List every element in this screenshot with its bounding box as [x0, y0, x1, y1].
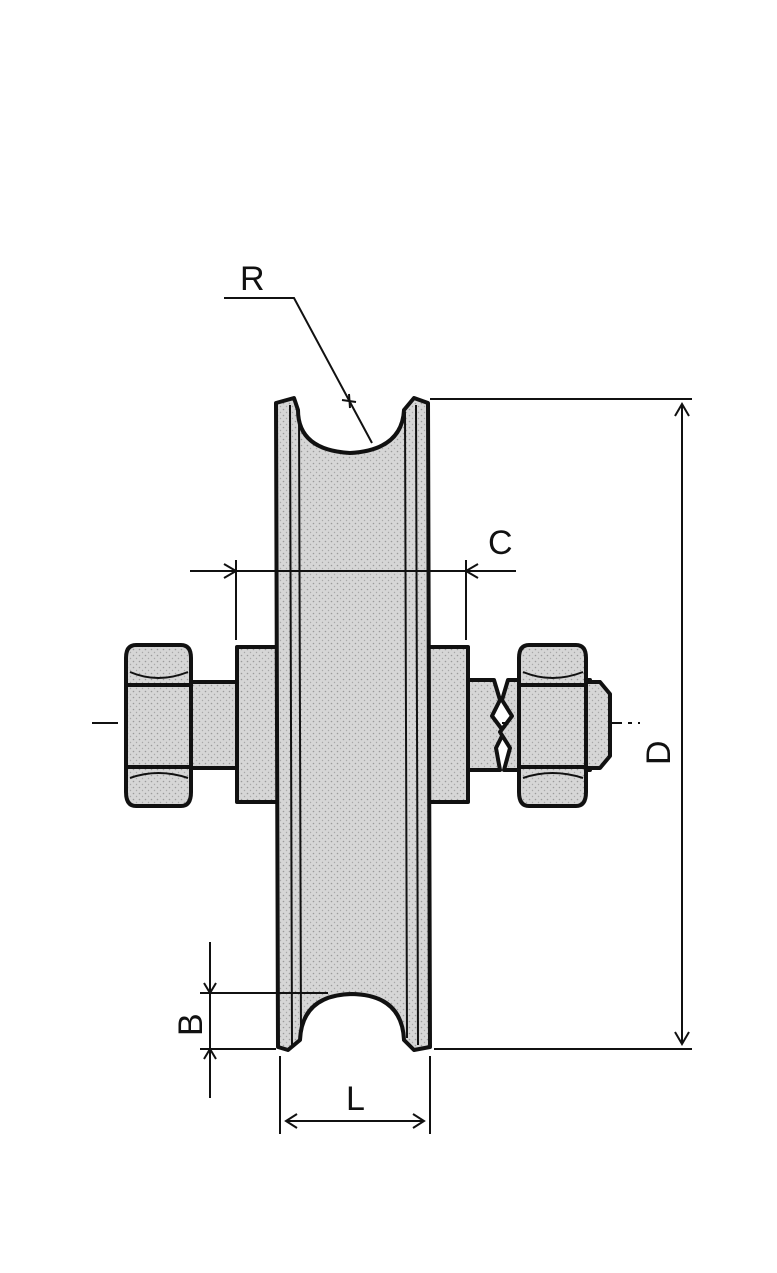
label-width: L	[346, 1080, 365, 1118]
diameter-dimension	[430, 398, 692, 1050]
wheel-body	[274, 396, 432, 1052]
hex-nut-right	[517, 643, 588, 808]
label-hub-clearance: C	[488, 524, 513, 562]
flange-dimension	[200, 942, 328, 1098]
bolt-shank-left	[184, 680, 242, 770]
hub-clearance-dimension	[190, 560, 516, 640]
label-diameter: D	[640, 740, 678, 765]
label-flange: B	[172, 1013, 210, 1036]
hex-nut-left	[124, 643, 193, 808]
label-radius: R	[240, 260, 265, 298]
width-dimension	[279, 1056, 431, 1134]
radius-leader	[224, 297, 373, 444]
